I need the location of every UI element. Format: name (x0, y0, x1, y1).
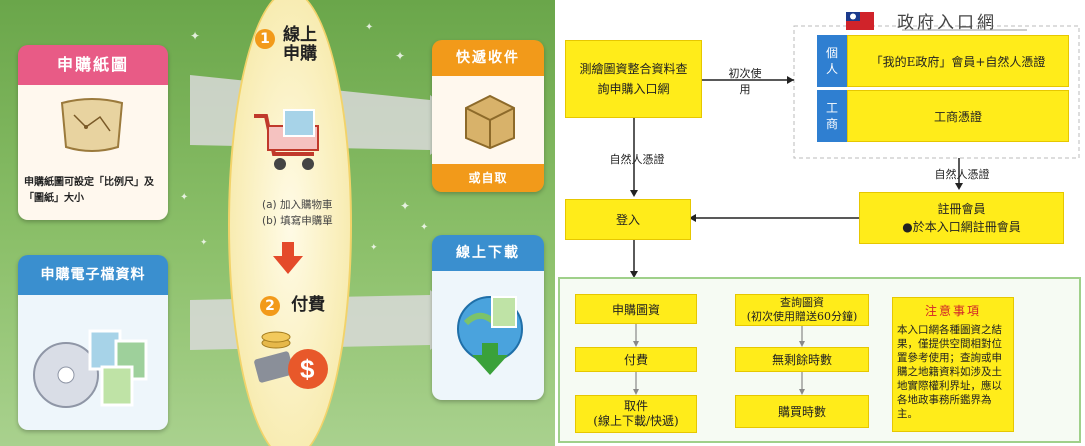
step1-b: (b) 填寫申購單 (262, 215, 333, 227)
portal-title: 政府入口網 (897, 13, 997, 33)
buy-paper-note: 申購紙圖可設定「比例尺」及「圖紙」大小 (24, 177, 154, 204)
svg-text:✦: ✦ (370, 243, 378, 253)
buy-digital-card: 申購電子檔資料 (18, 255, 168, 430)
step1: 1 線上申購 (255, 26, 345, 64)
step1-number: 1 (255, 29, 275, 49)
svg-text:✦: ✦ (190, 29, 200, 43)
svg-text:✦: ✦ (180, 192, 188, 203)
delivery-title: 快遞收件 (432, 40, 544, 76)
main-portal-box: 測繪圖資整合資料查詢申購入口網 (565, 40, 702, 118)
unlimited-box: 無剩餘時數 (735, 347, 869, 372)
login-box: 登入 (565, 199, 691, 240)
disc-and-maps-icon (33, 329, 148, 408)
svg-text:✦: ✦ (420, 222, 428, 233)
buy-paper-title: 申購紙圖 (18, 45, 168, 85)
personal-label: 個人 (817, 35, 847, 87)
down-arrow-icon (273, 242, 303, 274)
package-icon (465, 94, 515, 150)
pay-box: 付費 (575, 347, 697, 372)
notice-text: 本入口網各種圖資之結果，僅提供空間相對位置參考使用；查詢或申購之地籍資料如涉及土… (897, 324, 1002, 420)
portal-dashed-box (793, 25, 1080, 159)
query-data-box: 查詢圖資 (初次使用贈送60分鐘) (735, 294, 869, 326)
svg-text:$: $ (300, 354, 315, 384)
register-box: 註冊會員 ●於本入口網註冊會員 (859, 192, 1064, 244)
step2-number: 2 (260, 296, 280, 316)
natural-cert-right: 自然人憑證 (934, 168, 990, 181)
pickup-box: 取件 (線上下載/快遞) (575, 395, 697, 433)
download-title: 線上下載 (432, 235, 544, 271)
buy-time-box: 購買時數 (735, 395, 869, 428)
personal-box: 「我的E政府」會員+自然人憑證 (847, 35, 1069, 87)
shopping-cart-icon (254, 109, 319, 170)
coins-and-dollar-icon: $ (254, 331, 328, 389)
business-box: 工商憑證 (847, 90, 1069, 142)
paper-map-icon (60, 98, 124, 152)
workflow-diagram: 政府入口網 測繪圖資整合資料查詢申購入口網 初次使用 個人 「我的E政府」會員+… (557, 0, 1085, 446)
register-line1: 註冊會員 (937, 202, 986, 216)
buy-paper-card: 申購紙圖 申購紙圖可設定「比例尺」及「圖紙」大小 (18, 45, 168, 220)
natural-cert-left: 自然人憑證 (609, 153, 665, 166)
notice-box: 注意事項 本入口網各種圖資之結果，僅提供空間相對位置參考使用；查詢或申購之地籍資… (892, 297, 1014, 432)
register-line2: ●於本入口網註冊會員 (902, 220, 1021, 234)
buy-digital-title: 申購電子檔資料 (18, 255, 168, 295)
sparkles: ✦ ✦ ✦ ✦ ✦ ✦ ✦ ✦ (180, 22, 428, 253)
svg-text:✦: ✦ (400, 199, 410, 213)
svg-text:✦: ✦ (200, 238, 208, 248)
svg-text:✦: ✦ (395, 49, 405, 63)
step2: 2 付費 (260, 290, 340, 316)
step1-title: 線上申購 (283, 25, 317, 64)
delivery-or: 或自取 (432, 164, 544, 192)
step2-title: 付費 (291, 295, 326, 315)
delivery-card: 快遞收件 或自取 (432, 40, 544, 192)
download-card: 線上下載 (432, 235, 544, 400)
business-label: 工商 (817, 90, 847, 142)
buy-data-box: 申購圖資 (575, 294, 697, 324)
first-use-label: 初次使用 (728, 67, 762, 96)
svg-text:✦: ✦ (365, 22, 373, 33)
notice-title: 注意事項 (924, 304, 981, 318)
step1-a: (a) 加入購物車 (262, 199, 333, 211)
globe-download-icon (457, 296, 523, 375)
online-purchase-illustration: ✦ ✦ ✦ ✦ ✦ ✦ ✦ ✦ 申購紙圖 申購紙圖可設定「比例尺」及「圖紙」大小 申購電… (0, 0, 555, 446)
